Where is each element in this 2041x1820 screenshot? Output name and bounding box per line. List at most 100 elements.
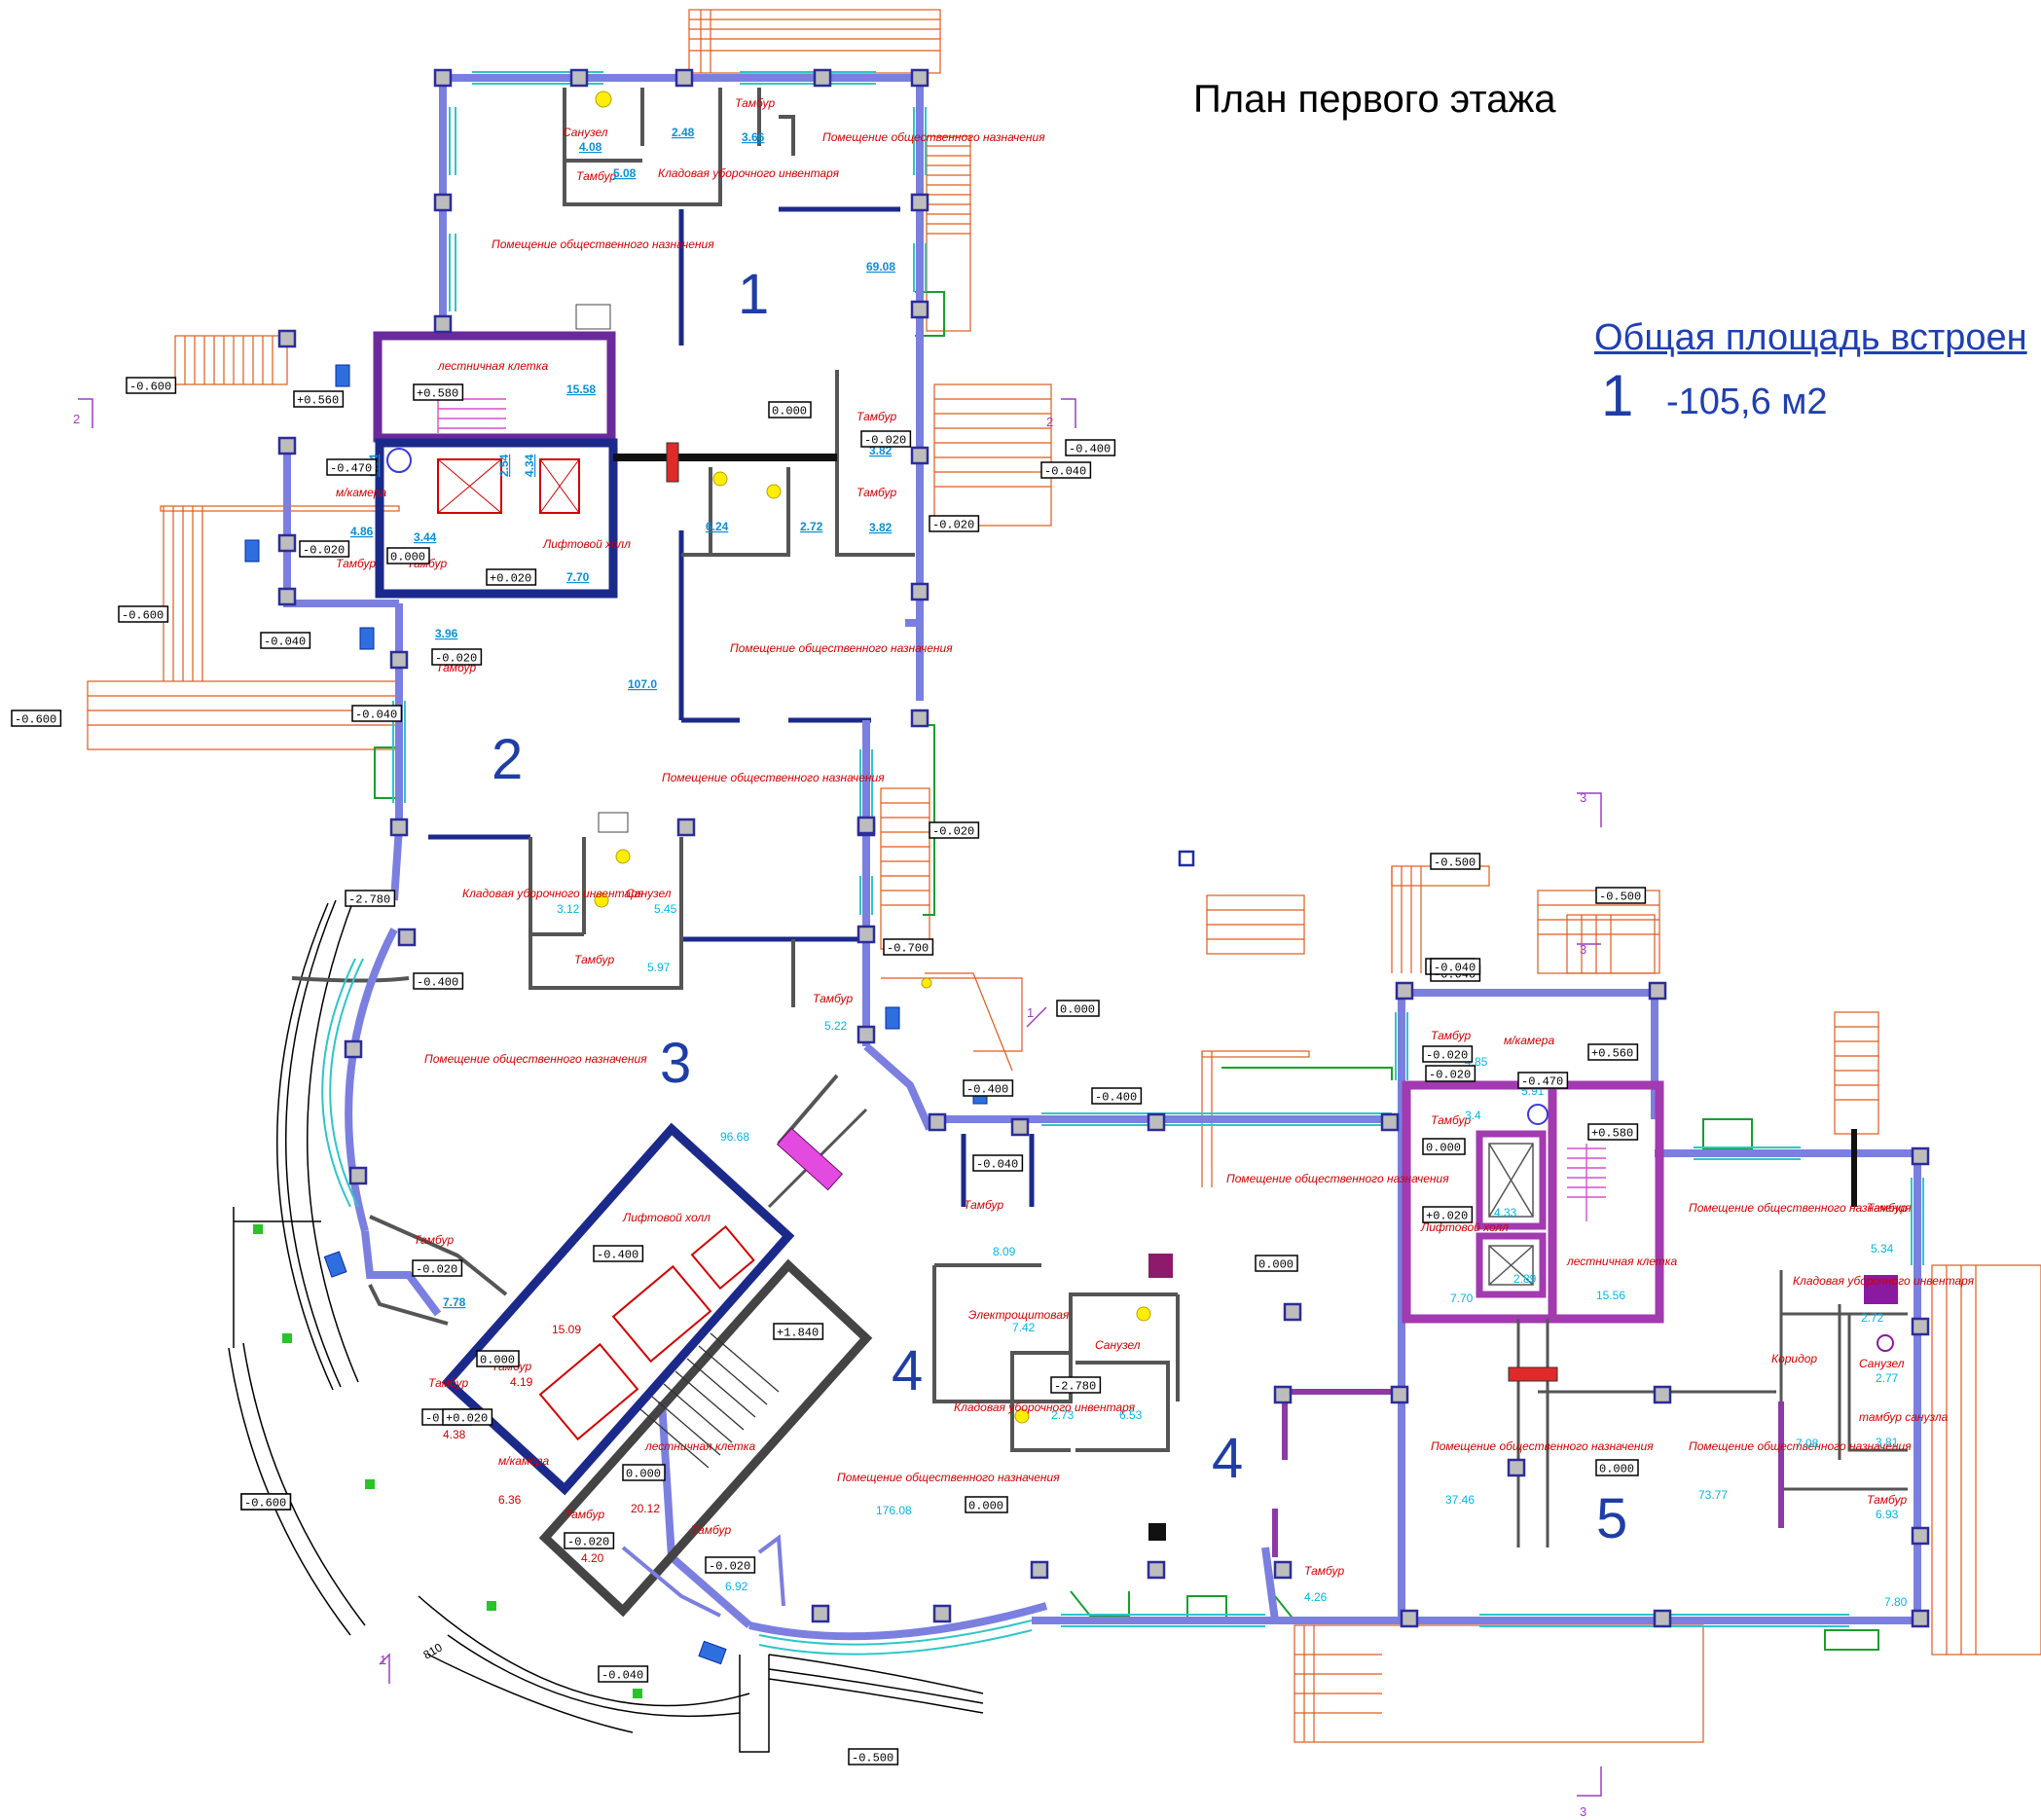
area-value: 5.97	[647, 961, 671, 974]
room-label: Тамбур	[336, 557, 376, 570]
room-label: Тамбур	[813, 992, 853, 1005]
room-label: м/камера	[336, 486, 386, 499]
level-mark: -0.040	[601, 1669, 643, 1683]
level-mark: -0.040	[1434, 962, 1476, 975]
level-mark-box	[413, 972, 464, 990]
level-mark-box	[1587, 1043, 1639, 1061]
area-value: 7.42	[1012, 1321, 1036, 1334]
section-number-2: 2	[492, 728, 523, 791]
room-label: лестничная клетка	[644, 1439, 755, 1453]
level-mark: -0.400	[1095, 1091, 1137, 1105]
area-value: 5.08	[613, 166, 637, 180]
level-mark-box	[299, 540, 350, 558]
level-mark: -0.020	[932, 825, 974, 839]
section-mark: 3	[1580, 1804, 1586, 1819]
section-3-walls	[321, 928, 1048, 1656]
level-mark-box	[413, 383, 464, 401]
room-label: Лифтовой холл	[542, 537, 631, 551]
level-mark-box	[476, 1350, 520, 1367]
level-mark-box	[1255, 1255, 1298, 1272]
area-value: 5.34	[1871, 1242, 1894, 1256]
level-mark-box	[860, 430, 912, 448]
room-label: Тамбур	[1867, 1201, 1907, 1215]
level-mark: -0.470	[1521, 1075, 1563, 1089]
section-4-walls	[932, 1112, 1411, 1627]
level-mark-box	[431, 648, 483, 666]
area-value: 37.46	[1445, 1493, 1475, 1507]
level-mark-box	[705, 1556, 756, 1574]
level-mark: -0.700	[887, 942, 929, 956]
level-mark-box	[1425, 1065, 1476, 1082]
area-value: 20.12	[631, 1502, 660, 1515]
area-value: 6.24	[706, 520, 729, 533]
level-mark: -0.600	[129, 381, 171, 394]
area-value: 5.45	[654, 902, 677, 916]
room-label: Санузел	[563, 126, 608, 139]
level-mark-box	[593, 1245, 644, 1262]
room-label: Тамбур	[576, 169, 616, 183]
area-value: 3.82	[869, 521, 893, 534]
level-mark-box	[293, 390, 345, 408]
area-value: 5.22	[824, 1019, 848, 1033]
summary-section-area: -105,6 м2	[1666, 382, 1828, 422]
area-value: 8.09	[993, 1245, 1016, 1258]
room-label: Помещение общественного назначения	[1431, 1439, 1654, 1453]
level-mark: +0.580	[417, 387, 458, 401]
area-value: 3.12	[557, 902, 580, 916]
section-number-4b: 4	[1212, 1427, 1243, 1490]
level-mark: -0.040	[976, 1158, 1018, 1172]
level-mark: 0.000	[772, 405, 807, 419]
room-label: Тамбур	[428, 1376, 468, 1390]
level-mark-box	[1430, 853, 1481, 870]
room-label: Тамбур	[735, 96, 775, 110]
area-value: 7.70	[566, 570, 590, 584]
section-5-walls	[1395, 989, 1924, 1627]
room-label: Кладовая уборочного инвентаря	[462, 887, 644, 900]
room-label: Лифтовой холл	[1420, 1220, 1509, 1234]
level-mark-box	[351, 705, 403, 722]
summary-section-number: 1	[1601, 363, 1634, 428]
room-label: лестничная клетка	[437, 359, 548, 373]
level-mark: -0.020	[303, 544, 345, 558]
level-mark-box	[929, 515, 980, 532]
level-mark: -0.040	[1044, 465, 1086, 479]
level-mark: 0.000	[626, 1468, 661, 1481]
room-label: Тамбур	[856, 410, 896, 423]
level-mark-box	[1040, 461, 1092, 479]
area-value: 3.4	[1465, 1109, 1481, 1122]
level-mark: 0.000	[1426, 1142, 1461, 1155]
level-mark: -0.020	[709, 1560, 750, 1574]
area-value: 3.44	[414, 530, 437, 544]
level-mark-box	[126, 377, 177, 394]
level-mark-box	[386, 547, 430, 564]
room-label: Помещение общественного назначения	[822, 130, 1045, 144]
level-mark: -0.020	[416, 1263, 457, 1277]
level-mark: -0.400	[597, 1249, 638, 1262]
room-label: Тамбур	[964, 1198, 1003, 1212]
room-label: Помещение общественного назначения	[662, 771, 885, 784]
room-label: Коридор	[1771, 1352, 1817, 1365]
room-label: Тамбур	[414, 1233, 454, 1247]
area-value: 4.08	[579, 140, 602, 154]
level-mark-box	[564, 1532, 615, 1549]
level-mark: 0.000	[390, 551, 425, 564]
room-label: лестничная клетка	[1566, 1255, 1677, 1268]
level-mark-box	[1595, 887, 1647, 904]
area-value: 4.19	[510, 1375, 533, 1389]
area-value: 2.89	[1513, 1272, 1537, 1286]
room-label: Помещение общественного назначения	[730, 641, 953, 655]
area-value: 15.09	[552, 1323, 581, 1336]
level-mark-box	[972, 1154, 1024, 1172]
section-number-4a: 4	[892, 1339, 923, 1402]
area-value: 6.92	[725, 1580, 748, 1593]
area-value: 7.80	[1884, 1595, 1908, 1609]
level-mark-box	[1517, 1072, 1569, 1089]
area-value: 73.77	[1698, 1488, 1728, 1502]
level-mark-box	[598, 1665, 649, 1683]
level-mark-box	[1430, 958, 1481, 975]
level-mark: +0.560	[1591, 1047, 1633, 1061]
room-label: Электрощитовая	[968, 1308, 1070, 1322]
room-label: м/камера	[498, 1454, 549, 1468]
level-mark: -0.500	[852, 1752, 893, 1765]
level-mark: +0.020	[446, 1412, 488, 1426]
